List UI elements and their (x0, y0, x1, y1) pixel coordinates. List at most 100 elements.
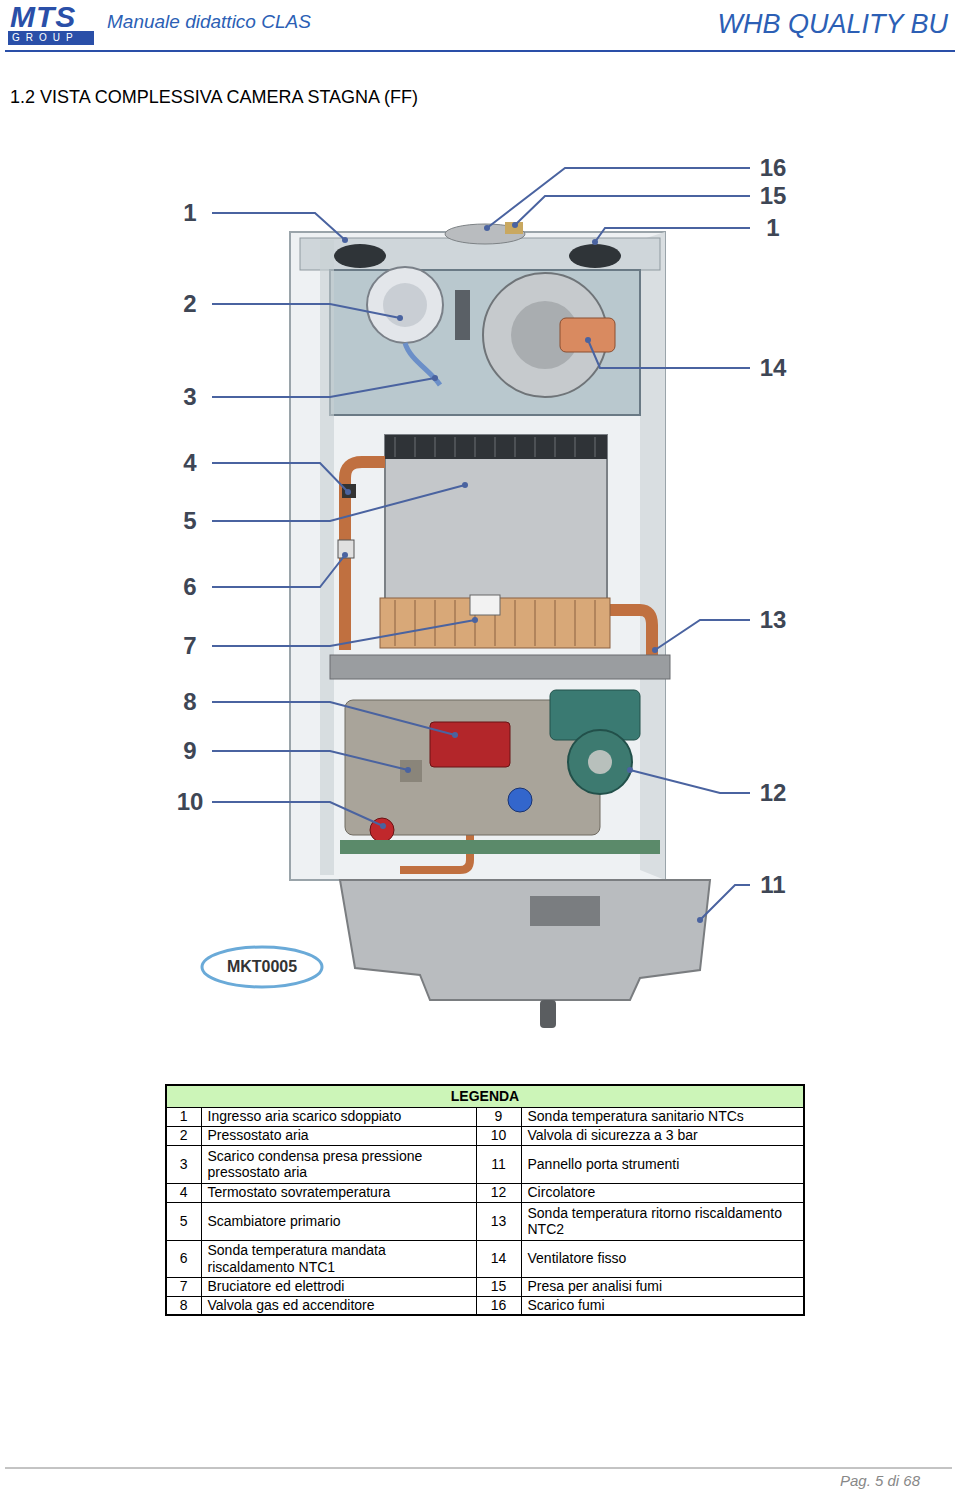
callout-number: 2 (170, 290, 210, 318)
legend-number-cell: 7 (166, 1277, 201, 1296)
legend-description: Presa per analisi fumi (528, 1278, 663, 1294)
fan-motor (560, 318, 615, 352)
legend-number-cell: 9 (476, 1107, 521, 1126)
callout-number: 1 (752, 214, 794, 242)
legend-number-cell: 15 (476, 1277, 521, 1296)
header-rule (5, 50, 955, 52)
fan-bracket (455, 290, 470, 340)
manual-title: Manuale didattico CLAS (107, 11, 311, 33)
legend-number-cell: 1 (166, 1107, 201, 1126)
callout-number: 13 (752, 606, 794, 634)
legend-text-cell: Termostato sovratemperatura (201, 1183, 476, 1202)
legend-number-cell: 16 (476, 1296, 521, 1315)
legend-description: Scambiatore primario (208, 1213, 341, 1229)
page-title: 1.2 VISTA COMPLESSIVA CAMERA STAGNA (FF) (10, 87, 418, 108)
tap-knob (508, 788, 532, 812)
legend-description: Scarico condensa presa pressione pressos… (208, 1148, 423, 1180)
callout-number: 12 (752, 779, 794, 807)
legend-number: 16 (491, 1297, 507, 1313)
overheat-thermostat (342, 484, 356, 498)
legend-description: Pannello porta strumenti (528, 1156, 680, 1172)
legend-number-cell: 3 (166, 1145, 201, 1183)
legend-number: 1 (180, 1108, 188, 1124)
footer-rule (5, 1468, 952, 1469)
legend-text-cell: Bruciatore ed elettrodi (201, 1277, 476, 1296)
air-pressure-switch (367, 267, 443, 343)
legend-text-cell: Pannello porta strumenti (521, 1145, 804, 1183)
exchanger-fins (385, 435, 607, 459)
legend-description: Sonda temperatura sanitario NTCs (528, 1108, 744, 1124)
ntcs-sensor (400, 760, 422, 782)
callout-number: 4 (170, 449, 210, 477)
legend-number: 10 (491, 1127, 507, 1143)
legend-number-cell: 11 (476, 1145, 521, 1183)
legend-number-cell: 13 (476, 1202, 521, 1240)
callout-number: 14 (752, 354, 794, 382)
legend-text-cell: Presa per analisi fumi (521, 1277, 804, 1296)
heat-exchanger (385, 435, 607, 600)
legend-number: 2 (180, 1127, 188, 1143)
legend-description: Pressostato aria (208, 1127, 309, 1143)
legend-number: 6 (180, 1250, 188, 1266)
callout-number: 7 (170, 632, 210, 660)
callout-number: 6 (170, 573, 210, 601)
ntc1-sensor (338, 540, 354, 558)
legend-table: LEGENDA1Ingresso aria scarico sdoppiato9… (165, 1084, 805, 1316)
control-panel (340, 880, 710, 1000)
legend-description: Sonda temperatura mandata riscaldamento … (208, 1242, 386, 1274)
switch-cap (383, 283, 427, 327)
legend-number-cell: 2 (166, 1126, 201, 1145)
legend-description: Sonda temperatura ritorno riscaldamento … (528, 1205, 782, 1237)
callout-number: 11 (752, 871, 794, 899)
legend-text-cell: Sonda temperatura ritorno riscaldamento … (521, 1202, 804, 1240)
legend-description: Valvola di sicurezza a 3 bar (528, 1127, 698, 1143)
legend-number: 14 (491, 1250, 507, 1266)
legend-number: 11 (491, 1156, 506, 1172)
legend-text-cell: Sonda temperatura mandata riscaldamento … (201, 1240, 476, 1277)
legend-text-cell: Scarico condensa presa pressione pressos… (201, 1145, 476, 1183)
panel-display (530, 896, 600, 926)
legend-number: 12 (491, 1184, 507, 1200)
legend-text-cell: Scarico fumi (521, 1296, 804, 1315)
legend-number: 15 (491, 1278, 507, 1294)
legend-description: Ventilatore fisso (528, 1250, 627, 1266)
legend-text-cell: Scambiatore primario (201, 1202, 476, 1240)
callout-number: 3 (170, 383, 210, 411)
legend-description: Bruciatore ed elettrodi (208, 1278, 345, 1294)
legend-description: Circolatore (528, 1184, 596, 1200)
base-plate (330, 655, 670, 679)
legend-number-cell: 10 (476, 1126, 521, 1145)
legend-number-cell: 4 (166, 1183, 201, 1202)
air-inlet (334, 244, 386, 268)
legend-text-cell: Ingresso aria scarico sdoppiato (201, 1107, 476, 1126)
legend-number-cell: 8 (166, 1296, 201, 1315)
legend-description: Scarico fumi (528, 1297, 605, 1313)
legend-description: Valvola gas ed accenditore (208, 1297, 375, 1313)
pressure-tube (405, 343, 440, 385)
callout-number: 5 (170, 507, 210, 535)
air-inlet (569, 244, 621, 268)
legend-number: 9 (495, 1108, 503, 1124)
legend-number-cell: 6 (166, 1240, 201, 1277)
circulator (568, 730, 632, 794)
callout-number: 15 (752, 182, 794, 210)
legend-text-cell: Valvola gas ed accenditore (201, 1296, 476, 1315)
logo-text: MTS (10, 0, 76, 34)
legend-number-cell: 14 (476, 1240, 521, 1277)
callout-number: 16 (752, 154, 794, 182)
panel-fixing (540, 1000, 556, 1028)
leader-dots (342, 222, 703, 923)
legend-number-cell: 5 (166, 1202, 201, 1240)
circulator-cap (588, 750, 612, 774)
code-oval (202, 947, 322, 987)
legend-number: 8 (180, 1297, 188, 1313)
callout-number: 8 (170, 688, 210, 716)
callout-number: 10 (170, 788, 210, 816)
legend-number: 5 (180, 1213, 188, 1229)
flue-sample-port (505, 222, 523, 234)
legend-text-cell: Ventilatore fisso (521, 1240, 804, 1277)
callout-number: 1 (170, 199, 210, 227)
page-number: Pag. 5 di 68 (840, 1472, 920, 1489)
business-unit: WHB QUALITY BU (717, 9, 948, 40)
